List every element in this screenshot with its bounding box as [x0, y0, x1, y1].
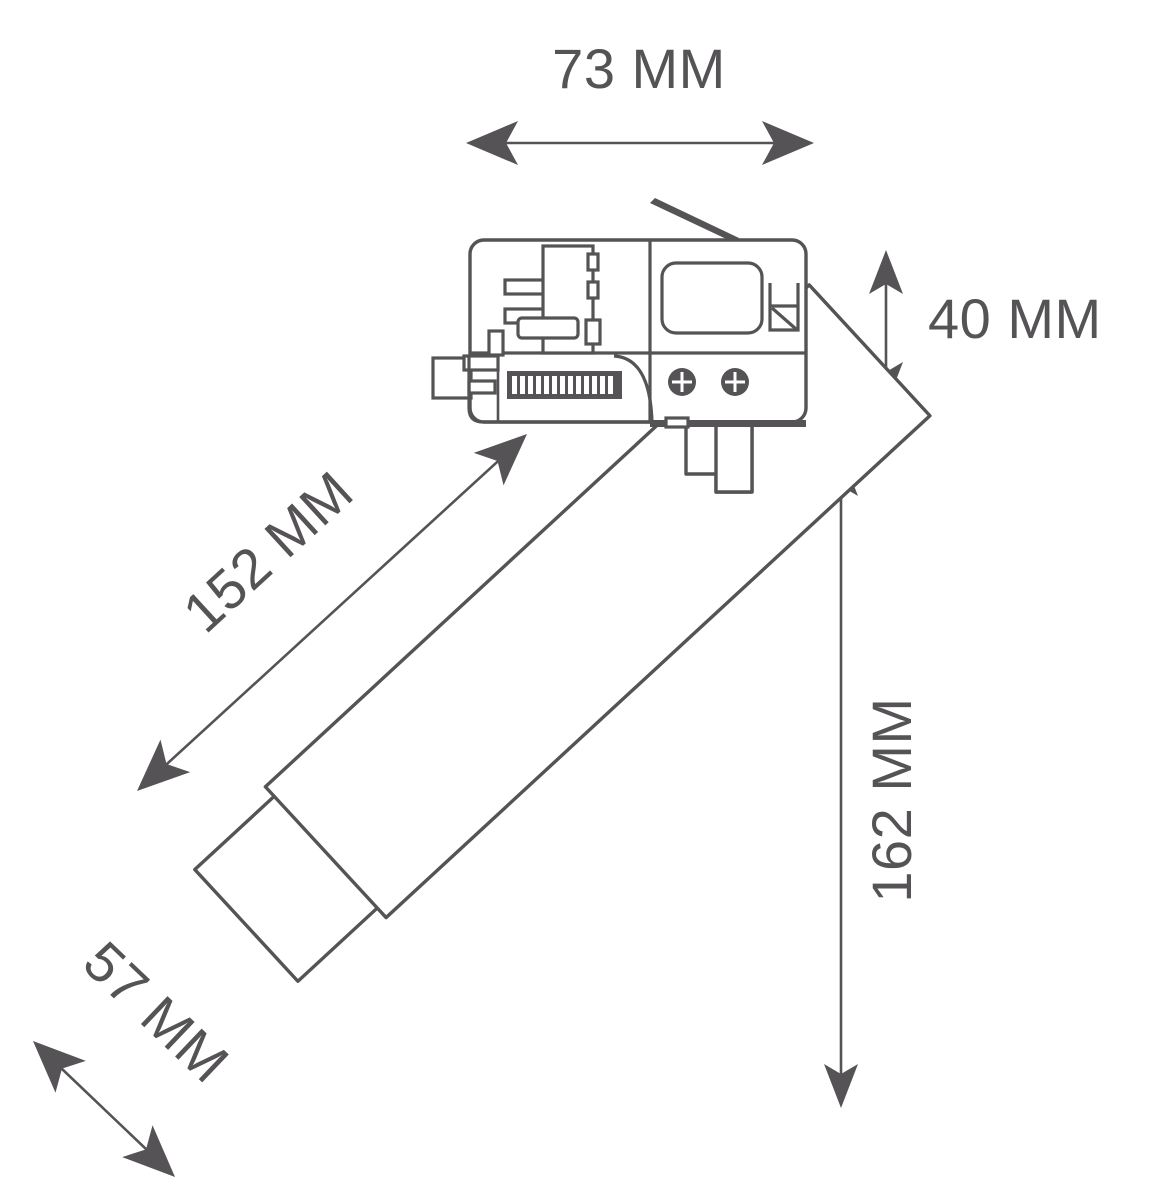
track-adapter-head	[431, 198, 808, 429]
terminal-bar	[516, 316, 580, 340]
rounded-panel	[660, 261, 764, 335]
housing-corner-sweep	[613, 354, 654, 423]
terminal-tab-2	[586, 280, 600, 300]
dimension-diameter-57mm: 57 MM	[17, 929, 241, 1193]
terminal-pin	[487, 329, 505, 357]
dimension-width-label: 73 MM	[552, 37, 726, 100]
cylinder-assembly	[193, 283, 932, 983]
locking-lever-arm	[650, 198, 739, 244]
dimension-diameter-label: 57 MM	[72, 929, 241, 1094]
dimension-width-73mm: 73 MM	[466, 37, 814, 165]
base-plate-notch	[664, 416, 690, 429]
terminal-tab-3	[584, 318, 602, 346]
terminal-tab-1	[586, 252, 600, 272]
cable-entry-box	[431, 356, 473, 400]
dimension-length-arrow-lower	[122, 739, 191, 808]
screw-right	[721, 368, 749, 396]
dimension-overall-label: 162 MM	[860, 697, 923, 902]
yoke-step-right	[714, 422, 754, 494]
adapter-base-plate	[650, 420, 806, 427]
dimension-length-label: 152 MM	[171, 459, 365, 644]
dimension-height-label: 40 MM	[928, 287, 1102, 350]
mounting-yoke	[684, 422, 754, 494]
spotlight-cylinder-body	[263, 283, 932, 920]
screw-left	[668, 368, 696, 396]
h-bracket-diagonal	[770, 306, 798, 331]
lower-housing-outline	[467, 356, 650, 424]
dimension-overall-162mm: 162 MM	[824, 452, 923, 1108]
contact-comb-teeth	[512, 376, 613, 394]
dimension-length-line	[144, 441, 520, 785]
cable-entry-slot	[467, 379, 497, 395]
dimension-height-40mm: 40 MM	[869, 250, 1102, 406]
